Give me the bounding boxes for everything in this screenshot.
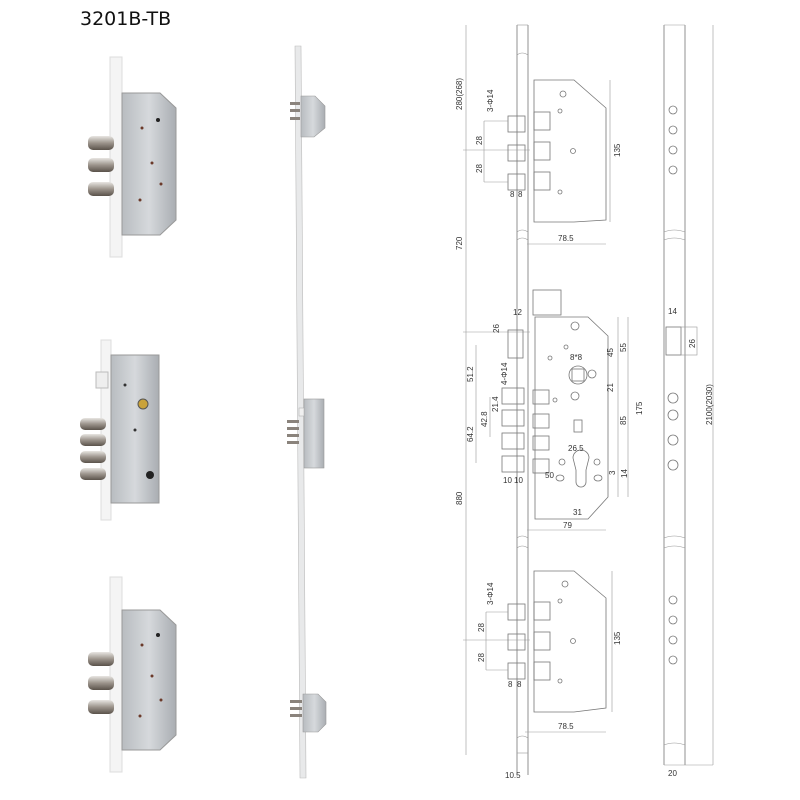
dim-top-depth: 78.5 [558,234,574,243]
dim-latch-width: 12 [513,308,522,317]
dim-31: 31 [573,508,582,517]
photo-top-lock [88,56,177,258]
dim-21: 21 [606,383,615,392]
dim-3: 3 [608,470,617,475]
dim-main-depth: 79 [563,521,572,530]
dim-14: 14 [620,469,629,478]
dim-cylinder-26-5: 26.5 [568,444,584,453]
dim-64-2: 64.2 [466,426,475,442]
dimension-labels: 280(268) 720 880 2100(2030) 20 10.5 3-Φ1… [455,78,714,780]
dim-top-height: 135 [613,143,622,157]
dim-bottom-depth: 78.5 [558,722,574,731]
dim-backset: 50 [545,471,554,480]
dim-latch-height: 26 [492,324,501,333]
dim-top-bolt-w2: 8 [518,190,523,199]
dim-bottom-bolt-w1: 8 [508,680,513,689]
dim-top-bolt-w1: 8 [510,190,515,199]
dim-main-bolt-w1: 10 [503,476,512,485]
dim-top-spacing-2: 28 [475,164,484,173]
dim-85: 85 [619,416,628,425]
dim-top-segment: 280(268) [455,78,464,110]
dim-side-latch-width: 14 [668,307,677,316]
dim-bottom-bolt-w2: 8 [517,680,522,689]
technical-drawing-side [663,24,714,766]
photo-full-assembly [287,45,327,779]
dim-faceplate-thickness: 10.5 [505,771,521,780]
dim-side-latch-height: 26 [688,339,697,348]
dim-upper-span: 720 [455,236,464,250]
photo-center-lock [80,339,160,521]
dim-strip-width: 20 [668,769,677,778]
dim-spindle: 8*8 [570,353,583,362]
dim-42-8: 42.8 [480,411,489,427]
technical-drawing-front [463,24,629,775]
dim-lower-span: 880 [455,491,464,505]
dim-175: 175 [635,401,644,415]
dim-top-bolts: 3-Φ14 [486,89,495,112]
dim-bottom-spacing-2: 28 [477,653,486,662]
photo-bottom-lock [88,576,177,773]
product-title: 3201B-TB [80,8,172,30]
dim-45: 45 [606,348,615,357]
dim-bottom-spacing-1: 28 [477,623,486,632]
dim-main-bolt-w2: 10 [514,476,523,485]
dim-bottom-height: 135 [613,631,622,645]
dim-total-length: 2100(2030) [705,384,714,425]
dim-bottom-bolts: 3-Φ14 [486,582,495,605]
dim-21-4: 21.4 [491,396,500,412]
dim-main-bolts: 4-Φ14 [500,362,509,385]
dim-51-2: 51.2 [466,366,475,382]
dim-top-spacing-1: 28 [475,136,484,145]
dim-55: 55 [619,343,628,352]
